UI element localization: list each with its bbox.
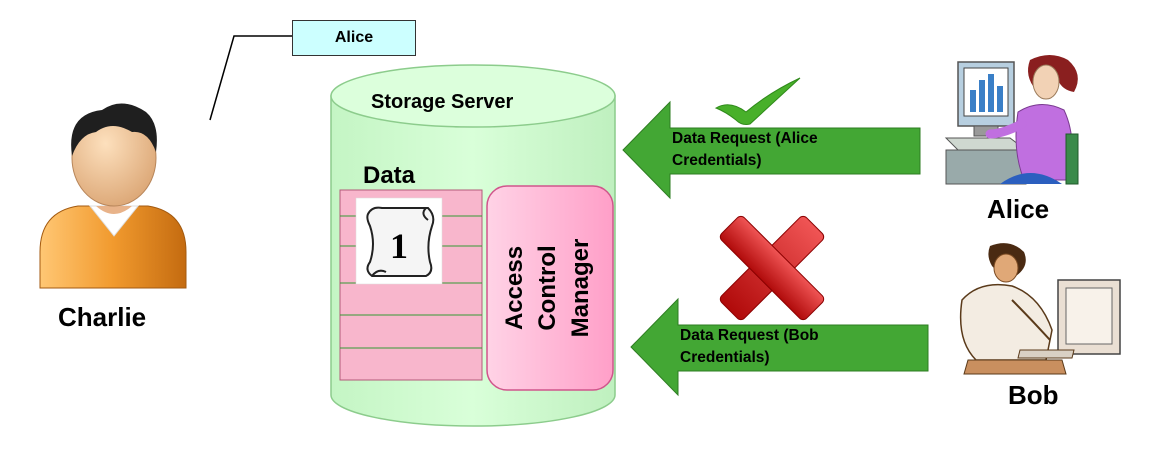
callout-line xyxy=(209,35,292,121)
alice-label: Alice xyxy=(987,194,1050,224)
bob-request-label: Data Request (Bob Credentials) xyxy=(680,325,819,369)
acm-label-line3: Manager xyxy=(567,239,594,338)
storage-server-title: Storage Server xyxy=(371,91,514,113)
alice-request-label: Data Request (Alice Credentials) xyxy=(672,128,818,172)
bob-computer-icon xyxy=(959,243,1121,375)
alice-request-line1: Data Request (Alice xyxy=(672,130,818,147)
acm-label-line1: Access xyxy=(501,246,528,330)
access-control-manager-box xyxy=(486,185,614,391)
charlie-person-icon xyxy=(39,103,187,289)
charlie-label: Charlie xyxy=(58,302,147,332)
alice-request-line2: Credentials) xyxy=(672,152,762,169)
bob-request-line2: Credentials) xyxy=(680,349,770,366)
document-number: 1 xyxy=(390,226,408,266)
data-label: Data xyxy=(363,162,416,189)
alice-request-arrow xyxy=(622,100,921,200)
bob-request-line1: Data Request (Bob xyxy=(680,327,819,344)
red-cross-icon xyxy=(719,215,825,321)
bob-request-arrow xyxy=(630,297,929,397)
document-scroll-icon: 1 xyxy=(355,197,443,285)
alice-computer-icon xyxy=(944,55,1079,185)
acm-label-line2: Control xyxy=(534,245,561,330)
bob-label: Bob xyxy=(1008,380,1059,410)
credential-tag: Alice xyxy=(292,20,416,56)
check-mark-icon xyxy=(714,77,801,125)
